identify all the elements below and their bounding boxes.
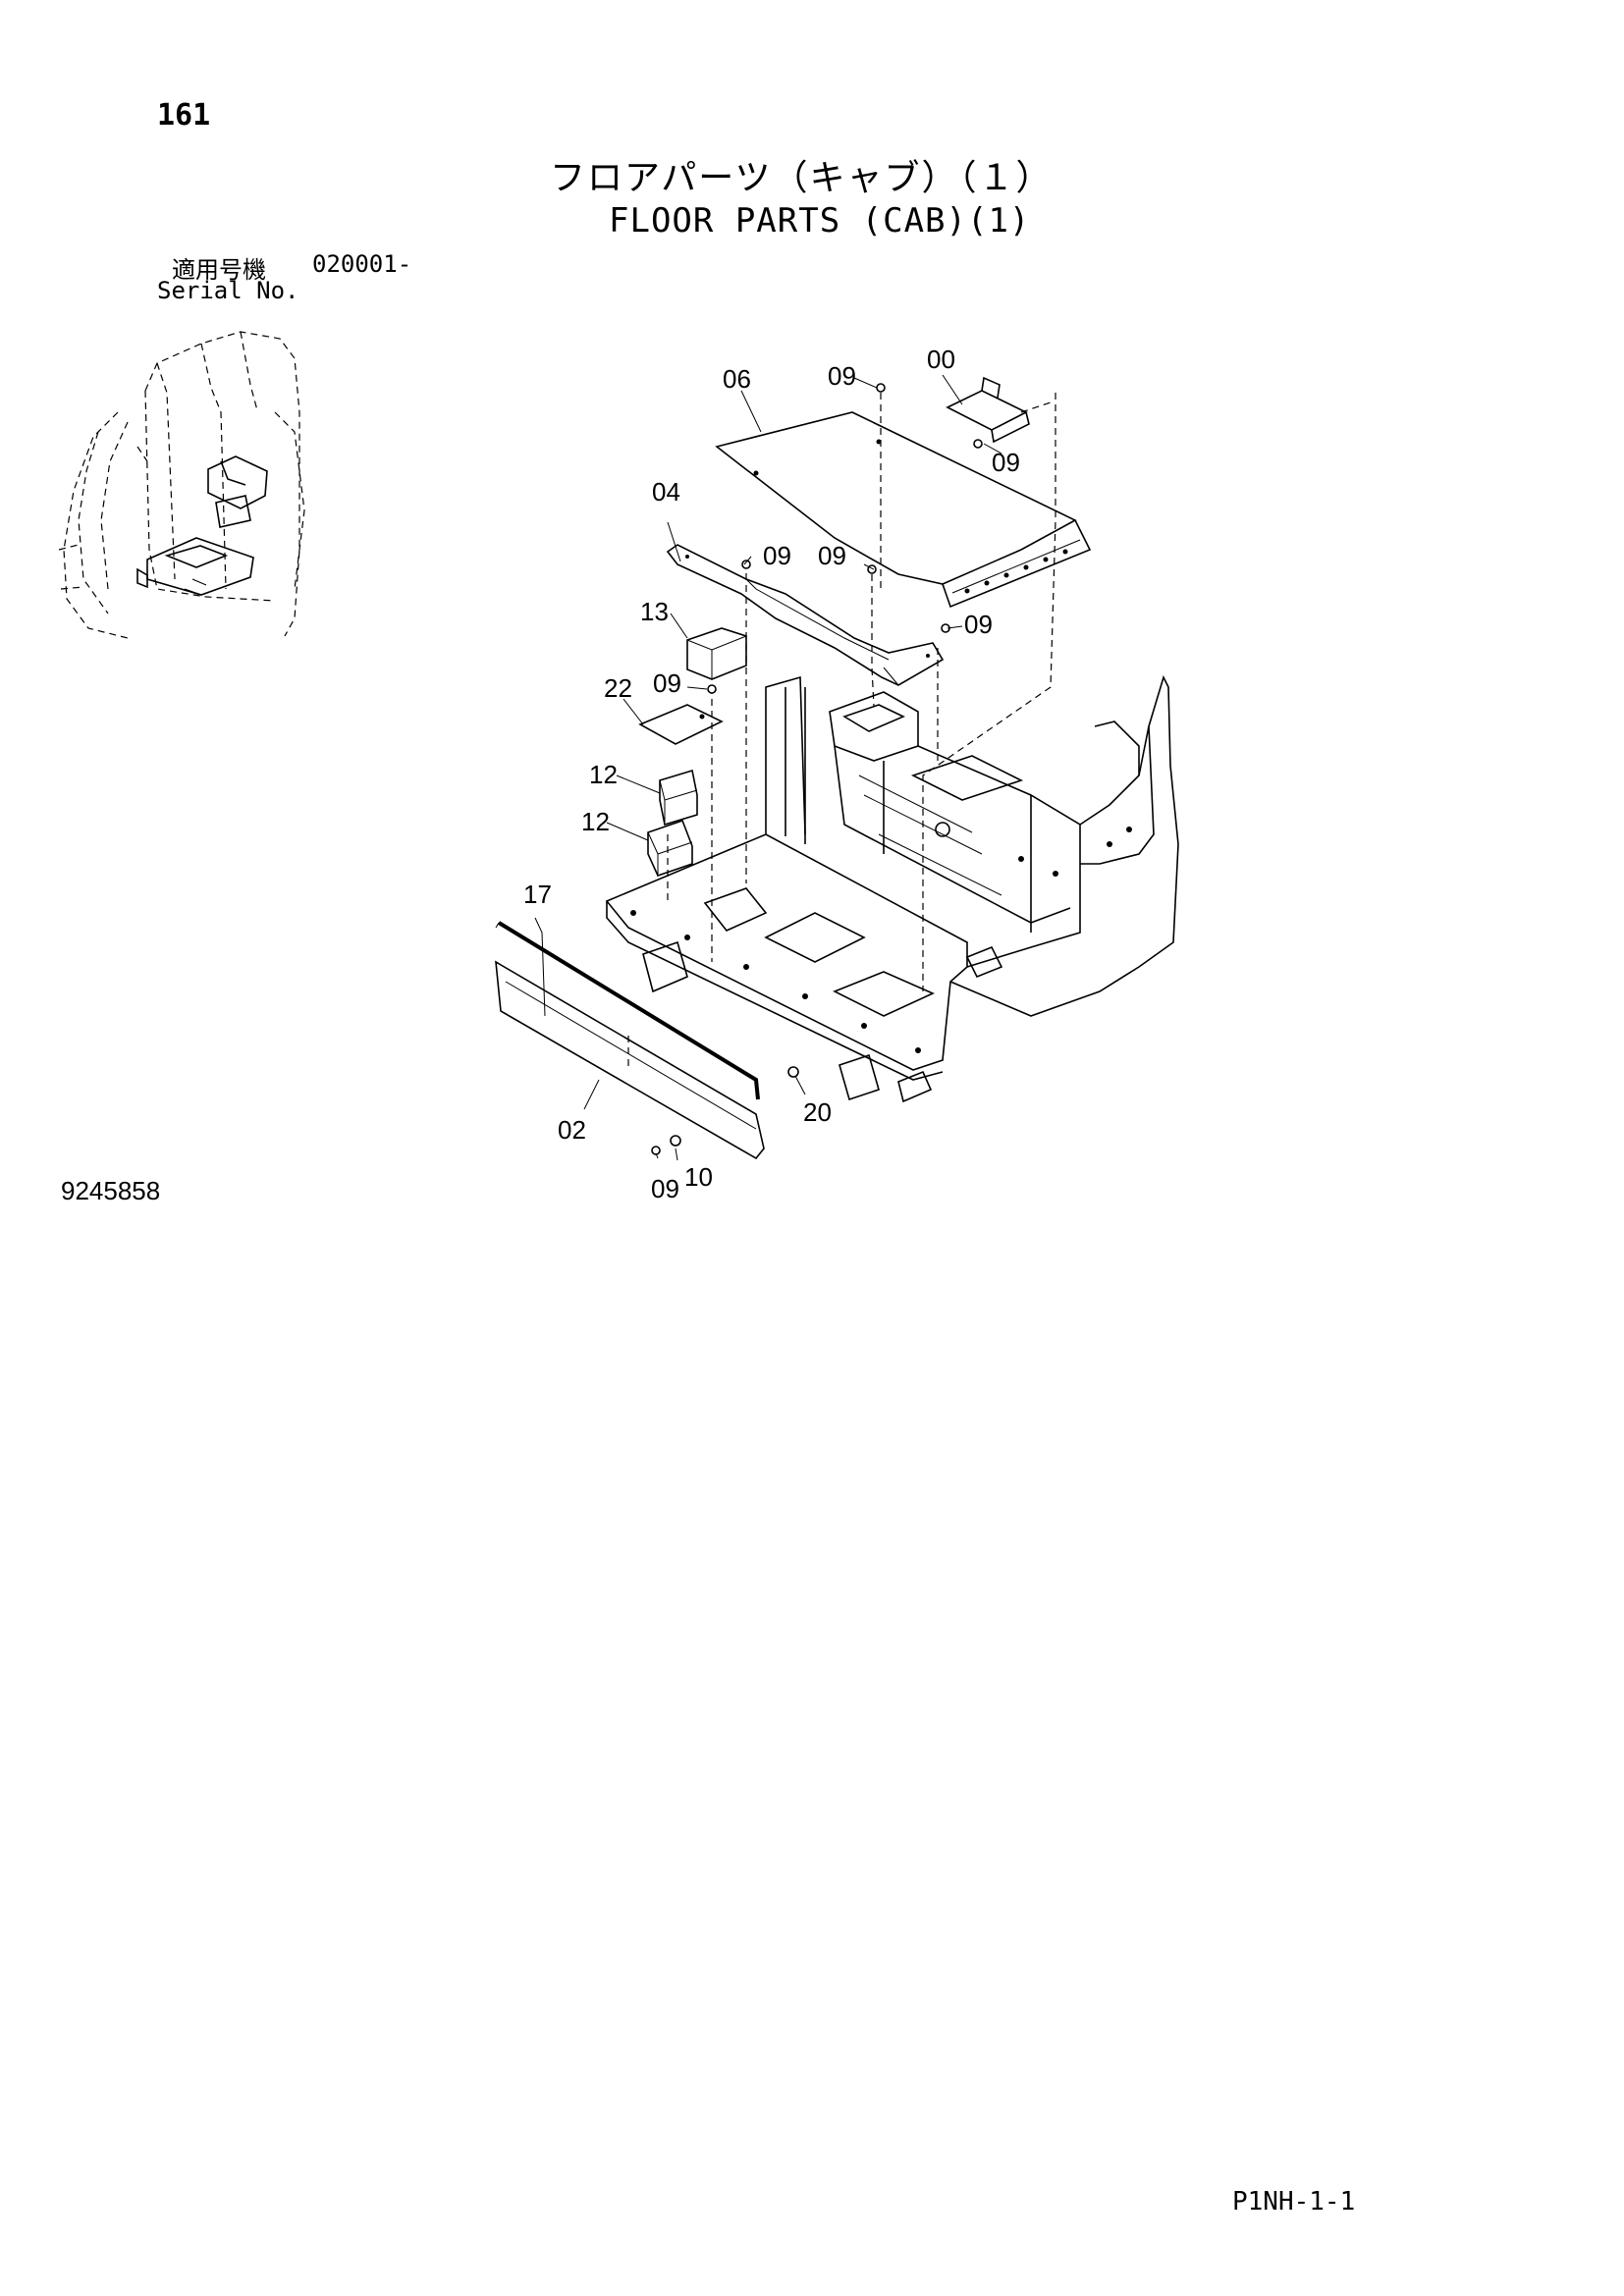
callout-00: 00: [927, 345, 955, 374]
sheet-code: P1NH-1-1: [1232, 2187, 1356, 2216]
page-number: 161: [157, 98, 211, 133]
callout-10: 10: [684, 1162, 713, 1192]
callout-09: 09: [651, 1174, 679, 1203]
page-title-english: FLOOR PARTS (CAB)(1): [609, 201, 1031, 240]
leader-lines: [534, 374, 1002, 1161]
callout-04: 04: [652, 477, 680, 507]
callout-06: 06: [723, 364, 751, 394]
part-17-seal-strip: [495, 921, 760, 1100]
callout-17: 17: [523, 880, 552, 909]
callout-09: 09: [818, 541, 846, 570]
callout-13: 13: [640, 597, 669, 626]
part-00-bracket: [946, 376, 1030, 444]
drawing-number: 9245858: [61, 1176, 161, 1205]
cab-locator-thumbnail: [58, 331, 305, 639]
serial-number-value: 020001-: [312, 250, 412, 278]
part-02-kick-panel: [495, 960, 765, 1160]
callout-12: 12: [589, 760, 618, 789]
part-06-floor-mat: [715, 411, 1092, 609]
callout-09: 09: [763, 541, 791, 570]
cab-floor-frame: [605, 674, 1179, 1103]
alignment-lines: [667, 393, 1056, 991]
serial-label-japanese: 適用号機: [172, 256, 266, 284]
part-12-pad-upper: [659, 769, 698, 827]
serial-label-english: Serial No.: [157, 277, 299, 304]
part-04-floor-plate: [666, 544, 945, 686]
callout-09: 09: [653, 668, 681, 698]
callout-09: 09: [964, 610, 993, 639]
callout-20: 20: [803, 1097, 832, 1127]
callout-09: 09: [992, 448, 1020, 477]
fasteners: [651, 383, 983, 1155]
callout-labels: 06 09 00 09 04 09 09 09 13 09 22 12 12 1…: [523, 345, 1020, 1203]
callout-12: 12: [581, 807, 610, 836]
part-13-block: [686, 627, 747, 680]
callout-02: 02: [558, 1115, 586, 1145]
part-22-cover-plate: [638, 704, 724, 745]
callout-22: 22: [604, 673, 632, 703]
part-12-pad-lower: [647, 819, 693, 877]
page-title-japanese: フロアパーツ（キャブ）（１）: [550, 158, 1054, 198]
callout-09: 09: [828, 361, 856, 391]
